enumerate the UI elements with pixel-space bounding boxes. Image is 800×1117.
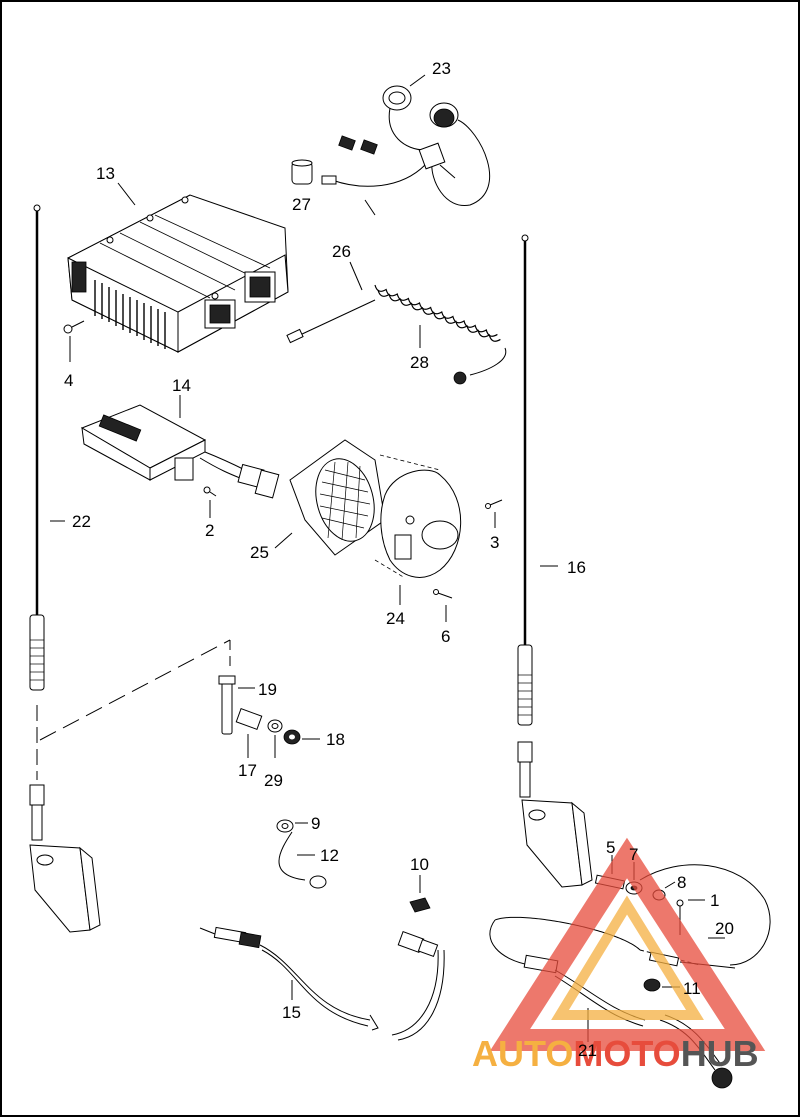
screw-4-part [63, 320, 85, 362]
callout-2: 2 [205, 521, 214, 540]
callout-3: 3 [490, 533, 499, 552]
watermark-logo [489, 837, 766, 1051]
callout-25: 25 [250, 543, 269, 562]
callout-labels: 1 2 3 4 5 6 7 8 9 10 11 12 13 14 15 16 1… [64, 59, 734, 1060]
screw-6-part [433, 589, 453, 622]
ground-strap-part [276, 819, 327, 889]
callout-10: 10 [410, 855, 429, 874]
watermark-text-auto: AUTO [472, 1033, 573, 1074]
callout-20: 20 [715, 919, 734, 938]
callout-18: 18 [326, 730, 345, 749]
callout-9: 9 [311, 814, 320, 833]
radio-unit-part [67, 194, 289, 353]
callout-17: 17 [238, 761, 257, 780]
callout-16: 16 [567, 558, 586, 577]
callout-28: 28 [410, 353, 429, 372]
callout-27: 27 [292, 195, 311, 214]
adapter-17-part [235, 708, 263, 758]
callout-21: 21 [578, 1041, 597, 1060]
callout-11: 11 [683, 979, 701, 998]
adapter-27-part [291, 159, 313, 185]
callout-19: 19 [258, 680, 277, 699]
callout-7: 7 [629, 845, 638, 864]
headset-part [338, 85, 491, 206]
headset-cable-part [321, 164, 426, 216]
screw-2-part [203, 486, 217, 518]
speaker-cover-part [380, 469, 462, 578]
watermark-text-moto: MOTO [573, 1033, 680, 1074]
antenna-mast-right-part [517, 234, 593, 888]
callout-24: 24 [386, 609, 405, 628]
stud-19-part [218, 675, 255, 735]
callout-15: 15 [282, 1003, 301, 1022]
callout-4: 4 [64, 371, 73, 390]
callout-14: 14 [172, 376, 191, 395]
speaker-enclosure-part [289, 439, 386, 556]
callout-23: 23 [432, 59, 451, 78]
callout-13: 13 [96, 164, 115, 183]
nut-18-part [283, 729, 320, 745]
antenna-mast-left-part [29, 204, 101, 933]
watermark-text: AUTOMOTOHUB [472, 1033, 759, 1074]
callout-1: 1 [710, 891, 719, 910]
antenna-cable-15-part [199, 926, 445, 1041]
callout-26: 26 [332, 242, 351, 261]
module-part [80, 404, 280, 499]
coiled-cord-part [286, 284, 507, 385]
screw-3-part [485, 499, 503, 528]
callout-12: 12 [320, 846, 339, 865]
callout-6: 6 [441, 627, 450, 646]
clip-10-part [409, 875, 431, 913]
watermark-text-hub: HUB [681, 1033, 759, 1074]
callout-8: 8 [677, 873, 686, 892]
washer-29-part [267, 719, 283, 758]
callout-5: 5 [606, 838, 615, 857]
callout-22: 22 [72, 512, 91, 531]
callout-29: 29 [264, 771, 283, 790]
